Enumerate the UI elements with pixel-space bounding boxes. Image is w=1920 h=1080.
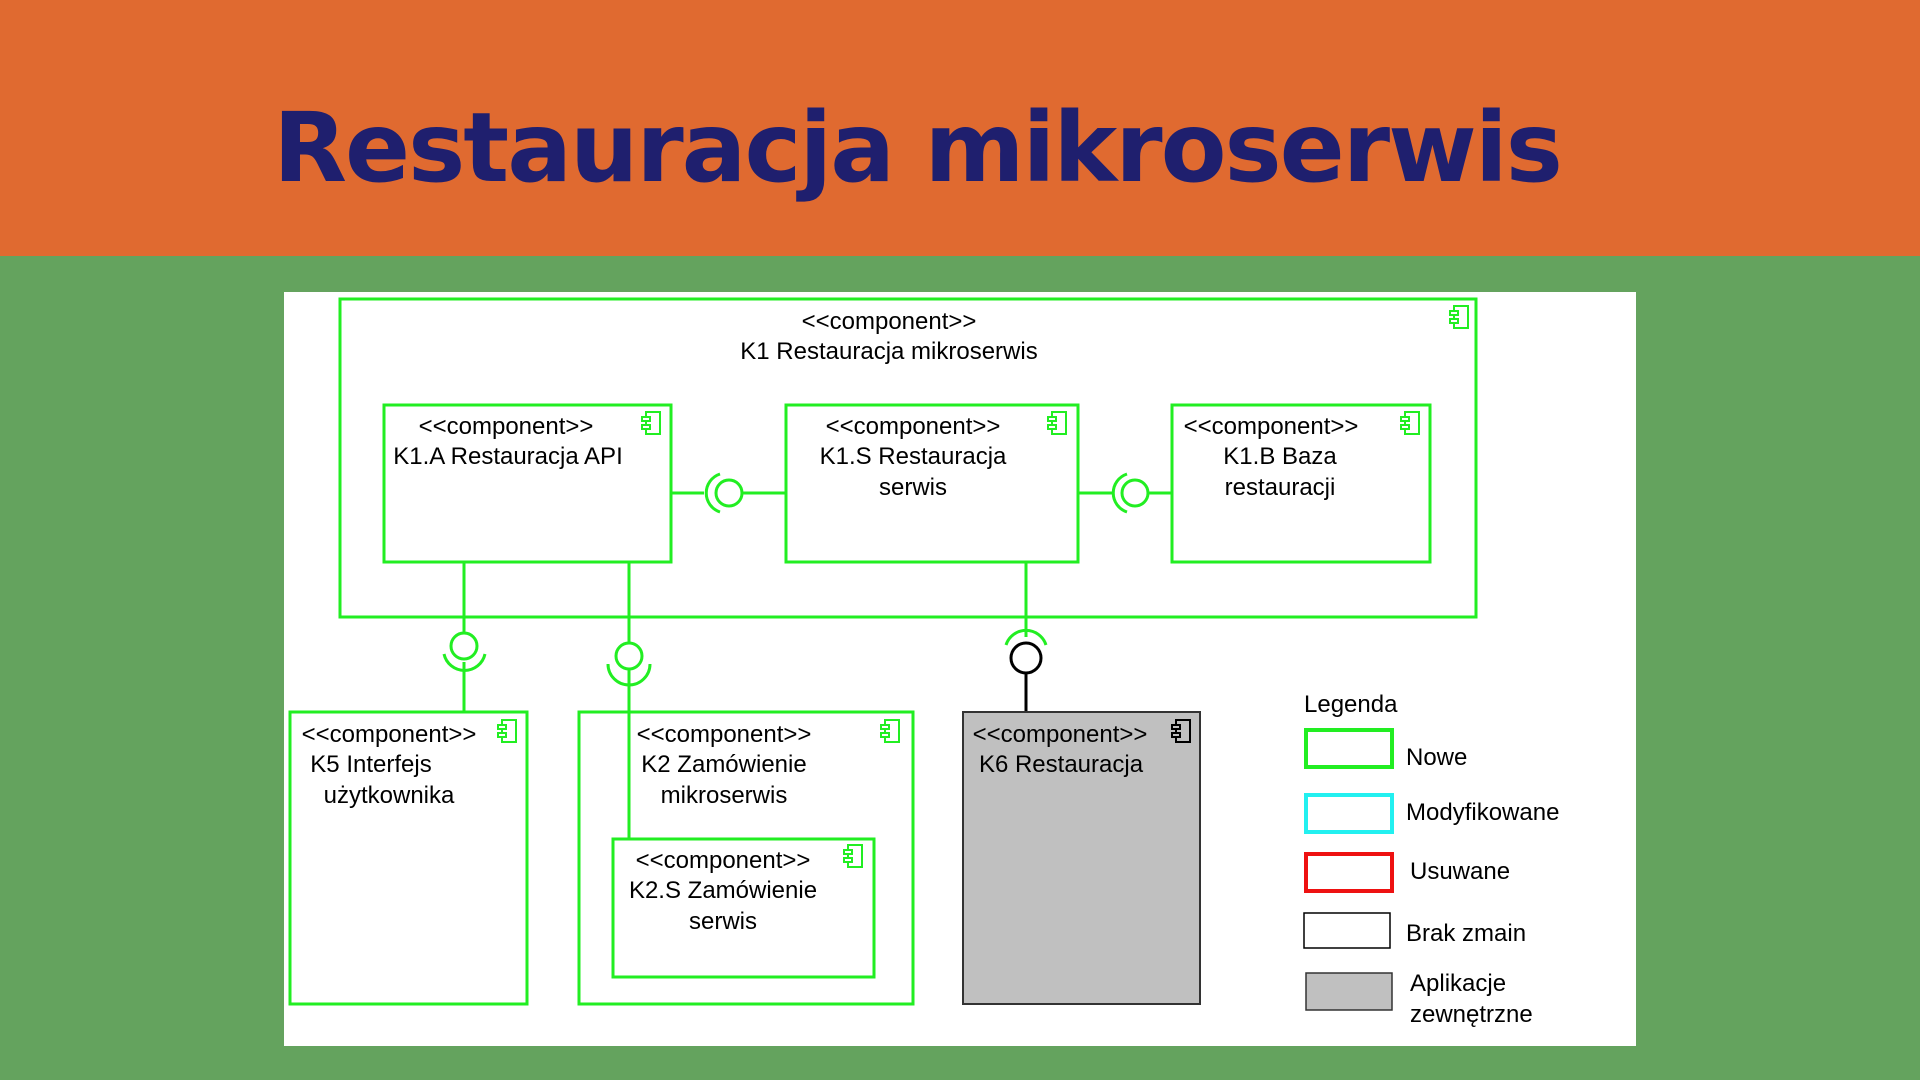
legend-label: Brak zmain: [1406, 920, 1526, 947]
legend-title: Legenda: [1304, 691, 1398, 718]
interface-k1b-to-k1s: [1078, 472, 1172, 514]
k1s-name-line2: serwis: [879, 474, 947, 501]
legend-item-external: Aplikacje zewnętrzne: [1305, 970, 1533, 1028]
legend-item-modified: Modyfikowane: [1304, 793, 1559, 834]
k2-stereotype: <<component>>: [637, 721, 812, 748]
legend-swatch: [1303, 912, 1391, 949]
legend-swatch: [1304, 728, 1394, 769]
k1s-stereotype: <<component>>: [826, 413, 1001, 440]
interface-k1s-to-k6: [1004, 562, 1048, 712]
component-k1b[interactable]: <<component>> K1.B Baza restauracji: [1170, 403, 1432, 564]
component-icon: [1400, 411, 1420, 435]
k2-name-line1: K2 Zamówienie: [641, 751, 806, 778]
k6-name: K6 Restauracja: [979, 751, 1144, 778]
legend-swatch: [1304, 852, 1394, 893]
component-k1s[interactable]: <<component>> K1.S Restauracja serwis: [784, 403, 1080, 564]
k1s-name-line1: K1.S Restauracja: [820, 443, 1007, 470]
legend-label-line2: zewnętrzne: [1410, 1001, 1533, 1028]
interface-k1s-to-k1a: [671, 472, 786, 514]
legend-label: Modyfikowane: [1406, 799, 1559, 826]
k5-name-line1: K5 Interfejs: [310, 751, 431, 778]
component-diagram: <<component>> K1 Restauracja mikroserwis…: [288, 297, 1559, 1028]
k2-name-line2: mikroserwis: [661, 782, 788, 809]
legend-label: Nowe: [1406, 744, 1467, 771]
k1a-stereotype: <<component>>: [419, 413, 594, 440]
k1-name: K1 Restauracja mikroserwis: [740, 338, 1037, 365]
component-k1[interactable]: <<component>> K1 Restauracja mikroserwis: [338, 297, 1478, 619]
component-k2[interactable]: <<component>> K2 Zamówienie mikroserwis: [577, 710, 915, 1006]
k5-stereotype: <<component>>: [302, 721, 477, 748]
legend-label: Usuwane: [1410, 858, 1510, 885]
title-banner: Restauracja mikroserwis: [0, 0, 1920, 256]
component-icon: [641, 411, 661, 435]
component-icon: [497, 719, 517, 743]
component-k6[interactable]: <<component>> K6 Restauracja: [962, 711, 1201, 1005]
diagram-panel: <<component>> K1 Restauracja mikroserwis…: [284, 292, 1636, 1046]
component-icon: [1047, 411, 1067, 435]
k2s-name-line1: K2.S Zamówienie: [629, 877, 817, 904]
page-title: Restauracja mikroserwis: [273, 92, 1563, 204]
legend-item-removed: Usuwane: [1304, 852, 1510, 893]
component-icon: [1449, 305, 1469, 329]
legend-swatch: [1305, 972, 1393, 1011]
legend: Legenda Nowe Modyfikowane Usuwane Brak z…: [1303, 691, 1559, 1028]
legend-swatch: [1304, 793, 1394, 834]
component-k5[interactable]: <<component>> K5 Interfejs użytkownika: [288, 710, 529, 1006]
k1b-stereotype: <<component>>: [1184, 413, 1359, 440]
component-k1a[interactable]: <<component>> K1.A Restauracja API: [382, 403, 673, 564]
k5-name-line2: użytkownika: [324, 782, 455, 809]
k1a-name: K1.A Restauracja API: [393, 443, 622, 470]
k6-stereotype: <<component>>: [973, 721, 1148, 748]
k2s-name-line2: serwis: [689, 908, 757, 935]
legend-item-unchanged: Brak zmain: [1303, 912, 1526, 949]
interface-k1a-to-k2: [606, 562, 652, 839]
k2s-stereotype: <<component>>: [636, 847, 811, 874]
component-icon: [843, 844, 863, 868]
component-icon: [880, 719, 900, 743]
legend-label-line1: Aplikacje: [1410, 970, 1506, 997]
legend-item-new: Nowe: [1304, 728, 1467, 771]
k1-stereotype: <<component>>: [802, 308, 977, 335]
k1b-name-line2: restauracji: [1225, 474, 1336, 501]
k1b-name-line1: K1.B Baza: [1223, 443, 1337, 470]
interface-k1a-to-k5: [442, 562, 487, 712]
component-k2s[interactable]: <<component>> K2.S Zamówienie serwis: [611, 837, 876, 979]
